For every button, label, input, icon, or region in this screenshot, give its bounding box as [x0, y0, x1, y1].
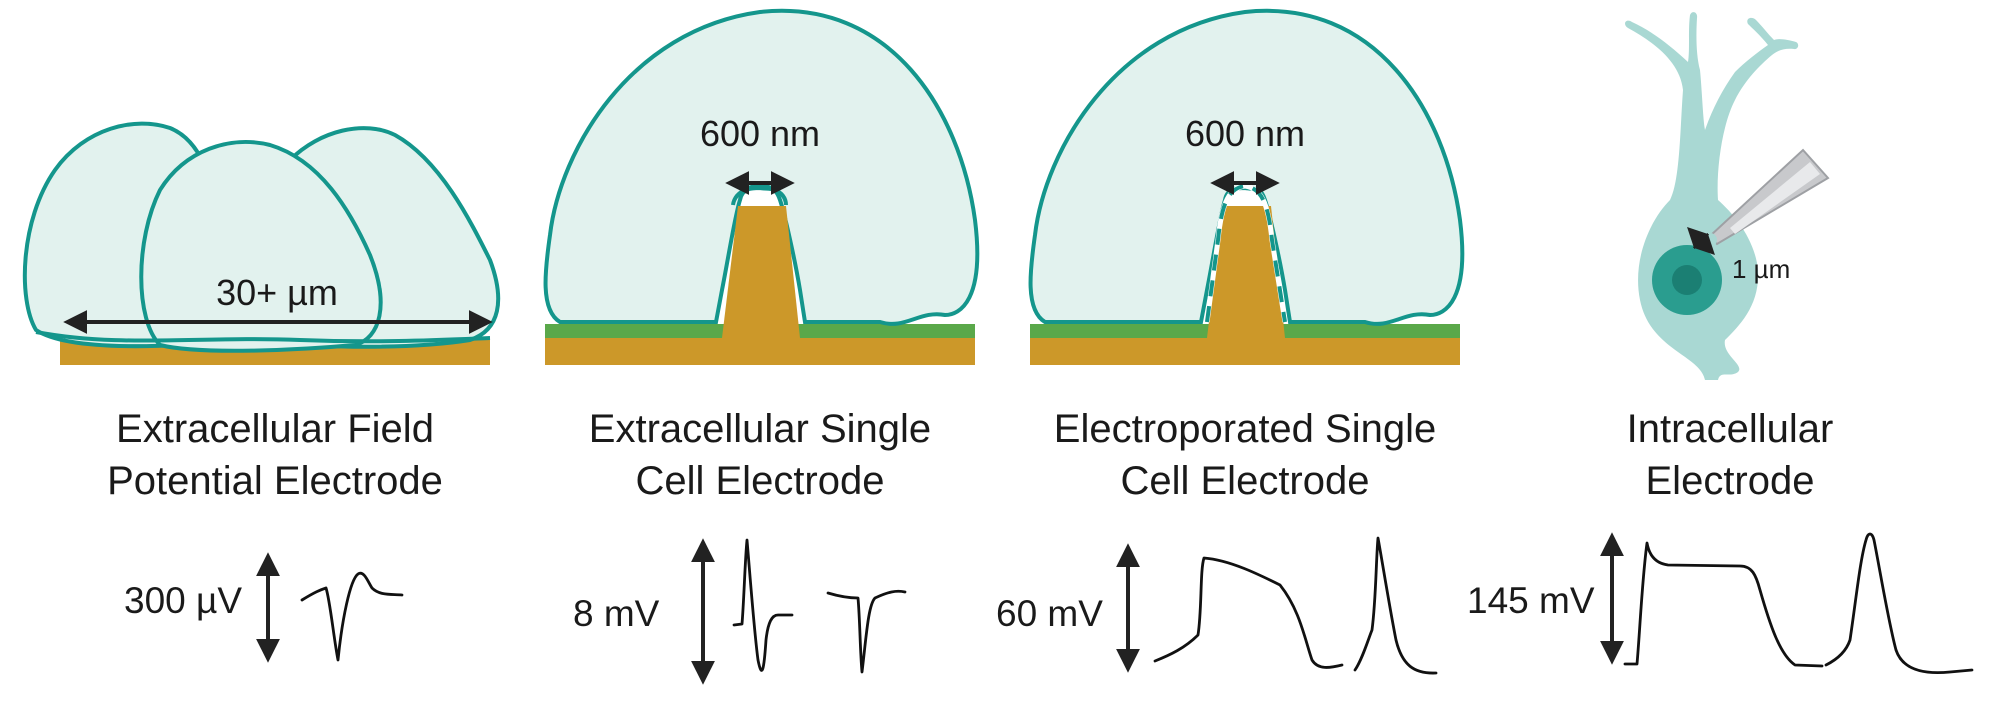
dimension-label-1um: 1 µm	[1732, 254, 1790, 284]
title-line-1: Intracellular	[1626, 407, 1834, 451]
dimension-label-600nm: 600 nm	[700, 113, 820, 154]
dimension-label-600nm: 600 nm	[1185, 113, 1305, 154]
signal-traces	[300, 532, 1974, 675]
nucleus-inner	[1672, 265, 1702, 295]
title-line-2: Electrode	[1645, 459, 1815, 503]
title-line-2: Cell Electrode	[635, 459, 885, 503]
amplitude-scale-bars	[256, 532, 1624, 685]
amplitude-label-8mv: 8 mV	[573, 593, 660, 634]
trace-electroporated-2	[1353, 536, 1438, 675]
title-single-cell-electrode: Extracellular Single Cell Electrode	[525, 403, 995, 507]
title-intracellular-electrode: Intracellular Electrode	[1495, 403, 1965, 507]
title-line-1: Electroporated Single	[1053, 407, 1437, 451]
substrate-gold	[545, 338, 975, 365]
title-line-1: Extracellular Single	[588, 407, 932, 451]
trace-electroporated-1	[1153, 556, 1344, 669]
title-field-electrode: Extracellular Field Potential Electrode	[40, 403, 510, 507]
nanopillar-electrode	[722, 206, 800, 338]
panel-intracellular-electrode: 1 µm	[1625, 12, 1830, 381]
amplitude-label-300uv: 300 µV	[124, 580, 243, 621]
pipette-highlight	[1730, 162, 1820, 234]
title-line-2: Potential Electrode	[107, 459, 443, 503]
title-line-1: Extracellular Field	[116, 407, 434, 451]
porated-membrane-segments	[1205, 183, 1287, 323]
dimension-label-30um: 30+ µm	[216, 272, 338, 313]
panel-field-electrode: 30+ µm	[22, 121, 501, 365]
trace-intracellular-2	[1824, 532, 1974, 675]
cell-center	[139, 140, 383, 353]
trace-single-cell-1	[732, 538, 794, 672]
panel-electroporated-electrode: 600 nm	[1028, 8, 1465, 365]
trace-intracellular-1	[1623, 541, 1824, 668]
membrane-contact-line	[35, 330, 491, 344]
substrate-gold	[1030, 338, 1460, 365]
amplitude-label-145mv: 145 mV	[1467, 580, 1595, 621]
panel-single-cell-electrode: 600 nm	[543, 8, 980, 365]
amplitude-label-60mv: 60 mV	[996, 593, 1103, 634]
trace-single-cell-2	[826, 589, 907, 674]
nanopillar-electrode	[1207, 206, 1285, 338]
title-electroporated-electrode: Electroporated Single Cell Electrode	[1010, 403, 1480, 507]
dimension-arrow-1um	[1687, 227, 1715, 255]
title-line-2: Cell Electrode	[1120, 459, 1370, 503]
trace-field-potential	[300, 571, 404, 662]
